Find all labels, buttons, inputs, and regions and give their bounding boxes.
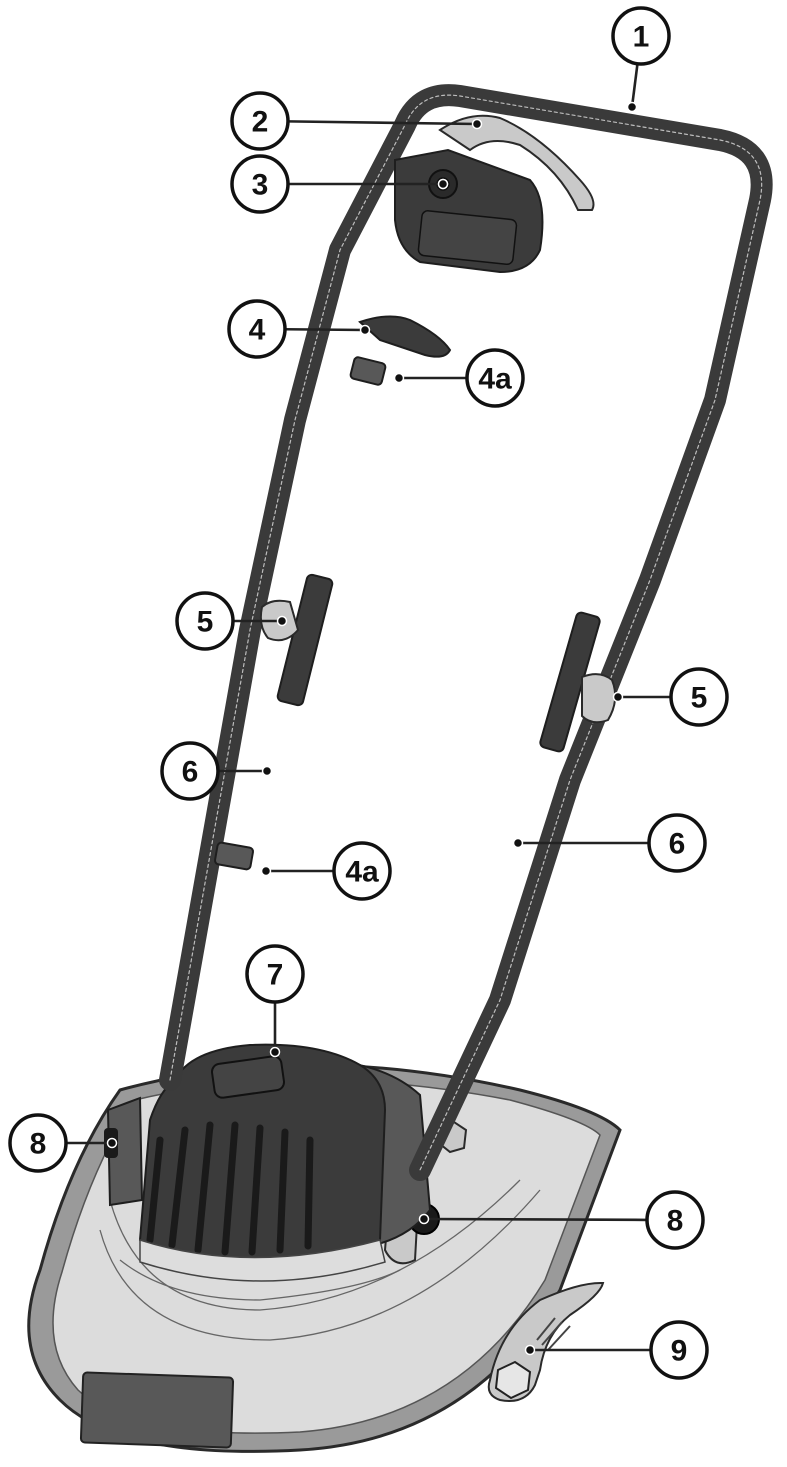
leader-anchor-dot <box>269 1046 281 1058</box>
callout-number: 8 <box>30 1128 47 1161</box>
callout-motor-cover: 7 <box>245 944 305 1058</box>
leader-line <box>284 327 366 332</box>
motor-vents <box>146 1121 314 1256</box>
callout-handle-bolt-left: 8 <box>8 1113 118 1173</box>
callout-handle-knob-right: 5 <box>612 667 729 727</box>
callout-lower-handle-left: 6 <box>160 741 273 801</box>
callout-cable-retainer: 4 <box>227 299 371 359</box>
right-knob <box>581 673 617 724</box>
callout-circle <box>611 6 671 66</box>
leader-anchor-dot <box>106 1137 118 1149</box>
callout-circle <box>332 841 392 901</box>
upper-cable-clip <box>349 356 387 386</box>
callout-number: 5 <box>691 682 708 715</box>
left-handle-sleeve <box>276 573 334 707</box>
leader-anchor-dot <box>626 101 638 113</box>
callout-cable-clip-upper: 4a <box>393 348 525 408</box>
callout-circle <box>160 741 220 801</box>
leader-anchor-dot <box>524 1344 536 1356</box>
callout-circle <box>230 91 290 151</box>
leader-anchor-dot <box>260 865 272 877</box>
callout-number: 4a <box>345 856 379 889</box>
callout-circle <box>669 667 729 727</box>
callout-handle-knob-left: 5 <box>175 591 288 651</box>
callout-circle <box>8 1113 68 1173</box>
callout-lower-handle-right: 6 <box>512 813 707 873</box>
callout-number: 1 <box>633 21 650 54</box>
leader-line <box>630 63 639 108</box>
leader-anchor-dot <box>276 615 288 627</box>
left-bracket <box>106 1096 144 1207</box>
callout-circle <box>465 348 525 408</box>
lower-cable-clip <box>213 841 255 871</box>
callout-handle-bolt-right: 8 <box>418 1190 705 1250</box>
blade-spanner <box>487 1281 605 1402</box>
callout-blade-spanner: 9 <box>524 1320 709 1380</box>
cable-retainer <box>358 315 452 358</box>
brand-badge <box>211 1055 285 1099</box>
callout-number: 9 <box>671 1335 688 1368</box>
motor-housing <box>138 1043 432 1282</box>
leader-anchor-dot <box>393 372 405 384</box>
leader-anchor-dot <box>612 691 624 703</box>
callout-number: 4a <box>478 363 512 396</box>
callout-circle <box>649 1320 709 1380</box>
leader-anchor-dot <box>261 765 273 777</box>
callout-layer: 1 2 3 4 4a 5 5 6 4a 6 7 8 8 9 <box>8 6 729 1380</box>
switch-lever <box>438 114 595 211</box>
callout-number: 5 <box>197 606 214 639</box>
leader-line <box>287 120 478 126</box>
callout-switch-lock-button: 3 <box>230 154 449 214</box>
callout-cable-clip-lower: 4a <box>260 841 392 901</box>
leader-anchor-dot <box>359 324 371 336</box>
callout-number: 7 <box>267 959 284 992</box>
handle-assembly <box>159 84 773 1181</box>
callout-circle <box>230 154 290 214</box>
callout-circle <box>245 944 305 1004</box>
deck-label-plate <box>79 1371 235 1449</box>
callout-number: 2 <box>252 106 269 139</box>
callout-circle <box>227 299 287 359</box>
callout-upper-handle: 1 <box>611 6 671 113</box>
callout-number: 4 <box>249 314 266 347</box>
leader-anchor-dot <box>471 118 483 130</box>
callout-circle <box>645 1190 705 1250</box>
callout-number: 3 <box>252 169 269 202</box>
callout-number: 6 <box>669 828 686 861</box>
leader-anchor-dot <box>437 178 449 190</box>
callout-number: 8 <box>667 1205 684 1238</box>
callout-circle <box>175 591 235 651</box>
leader-anchor-dot <box>512 837 524 849</box>
callout-number: 6 <box>182 756 199 789</box>
leader-line <box>423 1217 648 1222</box>
callout-switch-lever: 2 <box>230 91 483 151</box>
leader-anchor-dot <box>418 1213 430 1225</box>
callout-circle <box>647 813 707 873</box>
